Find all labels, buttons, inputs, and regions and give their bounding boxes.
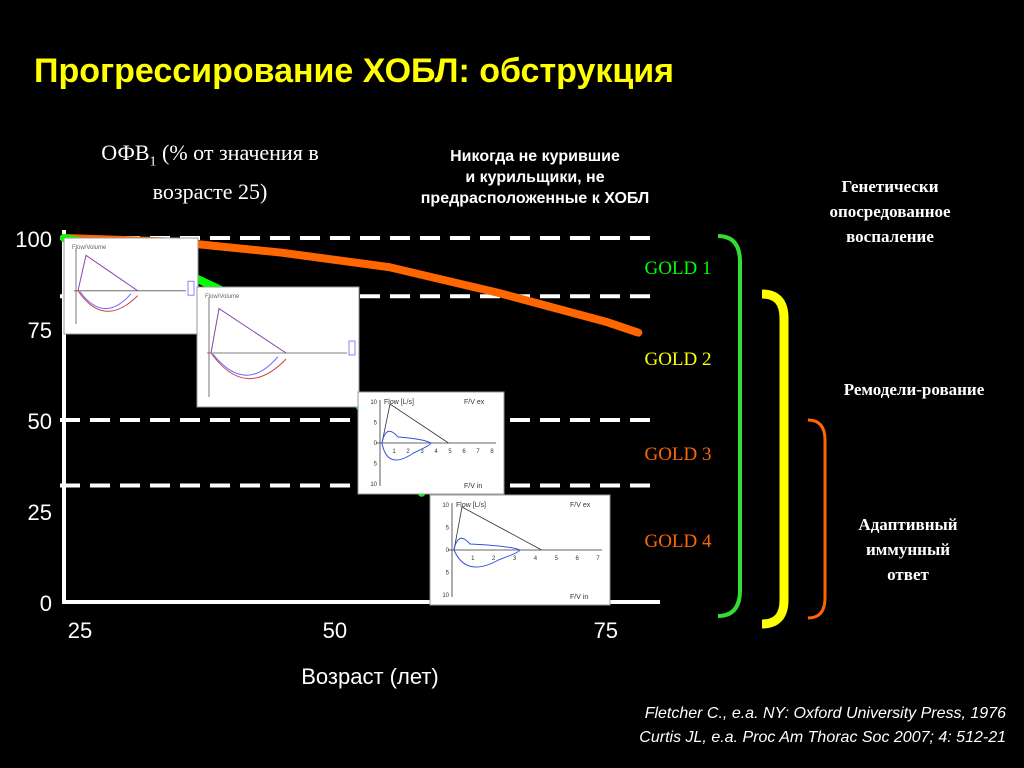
y-tick-label: 0 bbox=[40, 591, 52, 616]
gold-stage-label: GOLD 1 bbox=[644, 258, 711, 279]
inset-x-tick: 3 bbox=[513, 556, 517, 562]
inset-predicted-curve bbox=[212, 353, 279, 376]
gold-stage-label: GOLD 2 bbox=[644, 349, 711, 370]
inset-expiration-curve bbox=[381, 430, 432, 444]
adaptive-immune-label: Адаптивный иммунный ответ bbox=[828, 512, 988, 587]
reference-line: Curtis JL, e.a. Proc Am Thorac Soc 2007;… bbox=[639, 729, 1006, 746]
adaptive-line: ответ bbox=[887, 565, 929, 584]
inset-x-tick: 8 bbox=[490, 449, 494, 455]
adaptive-line: иммунный bbox=[865, 540, 951, 559]
x-tick-label: 25 bbox=[68, 618, 92, 643]
inset-bottom-label: F/V in bbox=[570, 594, 588, 601]
references: Fletcher C., e.a. NY: Oxford University … bbox=[639, 702, 1006, 750]
gold-stage-label: GOLD 3 bbox=[644, 444, 711, 465]
genetic-inflammation-label: Генетически опосредованное воспаление bbox=[800, 174, 980, 249]
inset-x-tick: 3 bbox=[420, 449, 424, 455]
never-smokers-line: и курильщики, не bbox=[465, 169, 605, 186]
inset-x-tick: 7 bbox=[596, 556, 600, 562]
x-tick-label: 50 bbox=[323, 618, 347, 643]
inset-inspiration-curve bbox=[381, 442, 432, 461]
inset-y-tick: 5 bbox=[446, 571, 450, 577]
y-tick-label: 75 bbox=[28, 318, 52, 343]
inset-background bbox=[196, 286, 360, 408]
inset-x-tick: 5 bbox=[448, 449, 452, 455]
genetic-bracket bbox=[717, 234, 742, 618]
inset-x-tick: 6 bbox=[462, 449, 466, 455]
inset-inspiration-curve bbox=[453, 549, 521, 568]
reference-line: Fletcher C., e.a. NY: Oxford University … bbox=[644, 705, 1006, 722]
slide-title: Прогрессирование ХОБЛ: обструкция bbox=[34, 52, 675, 90]
inset-expiration-curve bbox=[77, 254, 138, 292]
never-smokers-label: Никогда не курившие и курильщики, не пре… bbox=[375, 146, 695, 209]
y-tick-label: 25 bbox=[28, 500, 52, 525]
y-axis-title: ОФВ1 (% от значения в возрасте 25) bbox=[60, 138, 360, 207]
inset-x-tick: 2 bbox=[492, 556, 496, 562]
genetic-line: Генетически bbox=[841, 177, 939, 196]
inset-predicted-curve bbox=[453, 506, 542, 551]
inset-y-tick: 0 bbox=[374, 441, 378, 447]
inset-y-tick: 10 bbox=[370, 400, 377, 406]
inset-ylabel: Flow [L/s] bbox=[384, 399, 414, 406]
never-smokers-line: Никогда не курившие bbox=[450, 148, 620, 165]
gold-stage-label: GOLD 4 bbox=[644, 531, 712, 552]
inset-predicted-curve bbox=[381, 403, 449, 444]
inset-x-tick: 1 bbox=[392, 449, 396, 455]
spirometry-inset: Flow/Volume bbox=[196, 286, 360, 408]
inset-x-tick: 1 bbox=[471, 556, 475, 562]
genetic-line: опосредованное bbox=[829, 202, 951, 221]
y-axis-title-main: ОФВ bbox=[101, 140, 150, 165]
inset-x-tick: 6 bbox=[575, 556, 579, 562]
inset-ylabel: Flow [L/s] bbox=[456, 502, 486, 509]
inset-y-tick: 5 bbox=[374, 462, 378, 468]
never-smokers-line: предрасположенные к ХОБЛ bbox=[420, 190, 650, 207]
inset-expiration-curve bbox=[210, 307, 287, 354]
inset-y-tick: 0 bbox=[446, 548, 450, 554]
y-axis-title-rest: (% от значения в возрасте 25) bbox=[152, 140, 319, 205]
adaptive-line: Адаптивный bbox=[858, 515, 958, 534]
inset-x-tick: 2 bbox=[406, 449, 410, 455]
inset-x-tick: 4 bbox=[534, 556, 538, 562]
y-tick-label: 50 bbox=[28, 409, 52, 434]
inset-x-tick: 7 bbox=[476, 449, 480, 455]
remodeling-bracket bbox=[761, 289, 789, 629]
inset-title: Flow/Volume bbox=[205, 294, 240, 300]
inset-bottom-label: F/V in bbox=[464, 483, 482, 490]
inset-x-tick: 4 bbox=[434, 449, 438, 455]
genetic-line: воспаление bbox=[846, 227, 934, 246]
inset-x-tick: 5 bbox=[555, 556, 559, 562]
inset-title: Flow/Volume bbox=[72, 245, 107, 251]
inset-predicted-curve bbox=[79, 291, 132, 309]
inset-y-tick: 10 bbox=[442, 593, 449, 599]
y-tick-label: 100 bbox=[15, 227, 52, 252]
inset-legend-box bbox=[187, 280, 195, 296]
x-tick-label: 75 bbox=[594, 618, 618, 643]
inset-right-label: F/V ex bbox=[570, 502, 591, 509]
inset-y-tick: 10 bbox=[370, 482, 377, 488]
spirometry-inset: Flow/Volume bbox=[63, 237, 199, 335]
inset-legend-box bbox=[348, 340, 356, 356]
spirometry-inset: Flow [L/s] F/V ex F/V in 1 2 3 4 5 6 7 8 10 5 0 5 10 bbox=[357, 391, 505, 495]
inset-y-tick: 10 bbox=[442, 503, 449, 509]
x-axis-title: Возраст (лет) bbox=[301, 664, 439, 689]
inset-right-label: F/V ex bbox=[464, 399, 485, 406]
spirometry-inset: Flow [L/s] F/V ex F/V in 1 2 3 4 5 6 7 10 5 0 5 10 bbox=[429, 494, 611, 606]
inset-y-tick: 5 bbox=[446, 526, 450, 532]
inset-expiration-curve bbox=[453, 537, 521, 551]
y-axis-title-sub: 1 bbox=[149, 154, 157, 170]
remodeling-label: Ремодели-рование bbox=[843, 380, 985, 399]
inset-y-tick: 5 bbox=[374, 421, 378, 427]
inset-inspiration-curve bbox=[77, 290, 139, 312]
inset-inspiration-curve bbox=[210, 352, 287, 380]
adaptive-bracket bbox=[807, 418, 827, 620]
